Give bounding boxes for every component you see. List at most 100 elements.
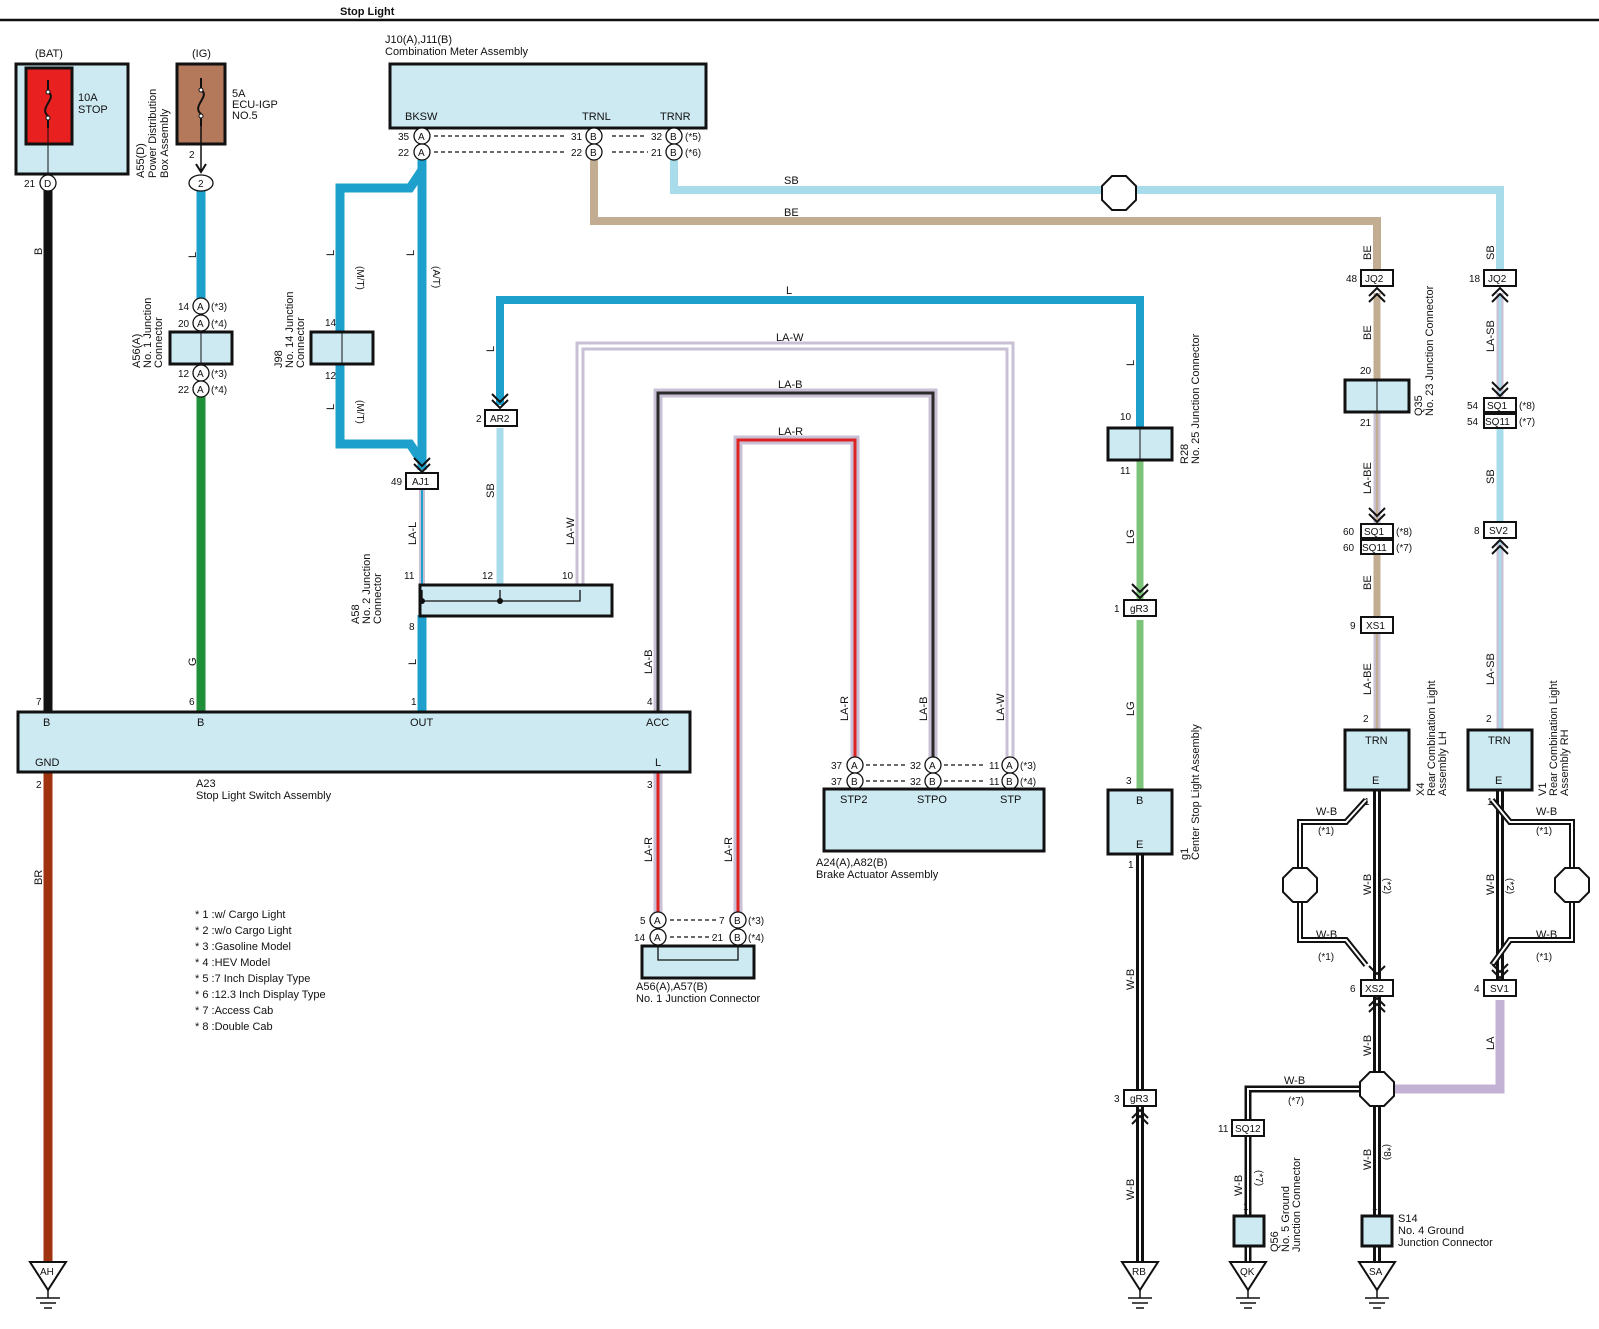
svg-text:2: 2 xyxy=(36,780,42,791)
svg-text:Assembly RH: Assembly RH xyxy=(1559,729,1571,796)
a56-junction-connector: A A A A 14 20 12 22 (*3) (*4) (*3) (*4) xyxy=(168,297,234,398)
svg-text:54: 54 xyxy=(1467,401,1479,412)
svg-text:22: 22 xyxy=(571,148,583,159)
svg-text:(*4): (*4) xyxy=(211,385,227,396)
svg-text:21: 21 xyxy=(24,179,36,190)
svg-text:37: 37 xyxy=(831,761,843,772)
svg-text:Rear Combination Light: Rear Combination Light xyxy=(1548,680,1560,796)
ig-pin xyxy=(188,174,214,192)
ground-sa: SA xyxy=(1357,1261,1397,1309)
svg-text:B: B xyxy=(851,777,858,788)
connector-aj1: AJ1 49 xyxy=(391,457,439,490)
svg-text:18: 18 xyxy=(1469,274,1481,285)
svg-text:1: 1 xyxy=(1364,797,1370,808)
svg-text:11: 11 xyxy=(1218,1124,1229,1135)
svg-text:BE: BE xyxy=(1362,325,1374,340)
wire-b-label: B xyxy=(33,248,45,255)
svg-text:V1: V1 xyxy=(1537,783,1549,796)
svg-text:ACC: ACC xyxy=(646,717,669,729)
svg-text:(*8): (*8) xyxy=(1396,527,1412,538)
svg-text:TRNL: TRNL xyxy=(582,111,611,123)
legend-item: * 7 :Access Cab xyxy=(195,1005,273,1017)
svg-text:(*7): (*7) xyxy=(1519,417,1535,428)
svg-text:14: 14 xyxy=(634,933,646,944)
svg-text:No. 4 Ground: No. 4 Ground xyxy=(1398,1225,1464,1237)
svg-text:G: G xyxy=(187,657,199,666)
svg-text:W-B: W-B xyxy=(1536,806,1557,818)
svg-text:(*3): (*3) xyxy=(748,916,764,927)
svg-text:JQ2: JQ2 xyxy=(1488,274,1507,285)
svg-text:(*7): (*7) xyxy=(1288,1096,1304,1107)
svg-text:No. 14 Junction: No. 14 Junction xyxy=(284,292,296,368)
svg-text:B: B xyxy=(43,717,50,729)
svg-text:L: L xyxy=(405,250,417,256)
svg-text:LG: LG xyxy=(1125,529,1137,544)
svg-text:SB: SB xyxy=(1485,245,1497,260)
svg-text:LA: LA xyxy=(1485,1036,1497,1050)
svg-text:B: B xyxy=(670,148,677,159)
svg-text:A: A xyxy=(197,385,204,396)
svg-text:Q35: Q35 xyxy=(1413,395,1425,416)
connector-sv2: SV2 8 xyxy=(1474,521,1517,555)
svg-text:XS1: XS1 xyxy=(1366,621,1385,632)
wire-l-top xyxy=(496,296,1144,428)
svg-text:(IG): (IG) xyxy=(192,48,211,60)
svg-text:1: 1 xyxy=(1128,860,1134,871)
svg-text:W-B: W-B xyxy=(1233,1175,1245,1196)
ground-ah: AH xyxy=(28,1261,68,1309)
center-stop-light-assembly: 3 B E 1 xyxy=(1106,776,1174,871)
svg-text:A: A xyxy=(1006,761,1013,772)
svg-text:Power Distribution: Power Distribution xyxy=(147,89,159,178)
a55-pin xyxy=(39,174,57,192)
svg-text:L: L xyxy=(325,404,337,410)
j98-label: J98 No. 14 Junction Connector xyxy=(273,292,307,368)
rear-combination-light-rh: 2 TRN E 1 xyxy=(1466,714,1534,808)
legend-item: * 4 :HEV Model xyxy=(195,957,270,969)
svg-text:(*1): (*1) xyxy=(1536,826,1552,837)
svg-text:48: 48 xyxy=(1346,274,1358,285)
svg-text:gR3: gR3 xyxy=(1130,604,1149,615)
svg-text:Stop Light Switch Assembly: Stop Light Switch Assembly xyxy=(196,790,332,802)
svg-text:1: 1 xyxy=(1243,1202,1249,1213)
svg-text:A58: A58 xyxy=(350,604,362,624)
svg-text:(*3): (*3) xyxy=(1020,761,1036,772)
svg-text:gR3: gR3 xyxy=(1130,1094,1149,1105)
legend-item: * 3 :Gasoline Model xyxy=(195,941,291,953)
svg-text:SB: SB xyxy=(485,483,497,498)
svg-text:1: 1 xyxy=(1372,1202,1378,1213)
svg-text:2: 2 xyxy=(198,179,204,190)
svg-text:W-B: W-B xyxy=(1362,874,1374,895)
svg-text:SQ11: SQ11 xyxy=(1485,417,1510,428)
svg-text:B: B xyxy=(197,717,204,729)
svg-text:9: 9 xyxy=(1350,621,1356,632)
svg-text:(A/T): (A/T) xyxy=(430,266,441,288)
svg-text:A: A xyxy=(851,761,858,772)
wire-be xyxy=(590,158,1381,278)
svg-text:L: L xyxy=(407,659,419,665)
svg-text:2: 2 xyxy=(1363,714,1369,725)
svg-text:LA-W: LA-W xyxy=(776,332,804,344)
svg-text:Connector: Connector xyxy=(295,317,307,368)
x4-label: X4 Rear Combination Light Assembly LH xyxy=(1415,680,1449,796)
svg-text:11: 11 xyxy=(404,571,415,582)
svg-text:SQ1: SQ1 xyxy=(1364,527,1384,538)
a58-junction-connector: 11 12 10 8 xyxy=(404,571,614,633)
svg-text:SQ1: SQ1 xyxy=(1487,401,1507,412)
wire-la-w xyxy=(575,341,1015,765)
svg-text:5A: 5A xyxy=(232,88,246,100)
svg-text:OUT: OUT xyxy=(410,717,434,729)
svg-text:A: A xyxy=(654,933,661,944)
svg-text:LA-BE: LA-BE xyxy=(1362,663,1374,695)
svg-text:AH: AH xyxy=(40,1267,54,1278)
svg-text:B: B xyxy=(1006,777,1013,788)
svg-text:J98: J98 xyxy=(273,350,285,368)
fuse-box-a55: 10A STOP (BAT) xyxy=(14,48,130,178)
svg-text:11: 11 xyxy=(989,777,1000,788)
svg-text:No. 1 Junction Connector: No. 1 Junction Connector xyxy=(636,993,760,1005)
connector-xs2: XS2 6 xyxy=(1350,965,1394,1013)
svg-text:L: L xyxy=(1125,360,1137,366)
svg-text:LA-R: LA-R xyxy=(778,426,803,438)
connector-xs1: XS1 9 xyxy=(1350,616,1394,634)
svg-text:Box Assembly: Box Assembly xyxy=(159,108,171,178)
svg-text:(*1): (*1) xyxy=(1318,952,1334,963)
